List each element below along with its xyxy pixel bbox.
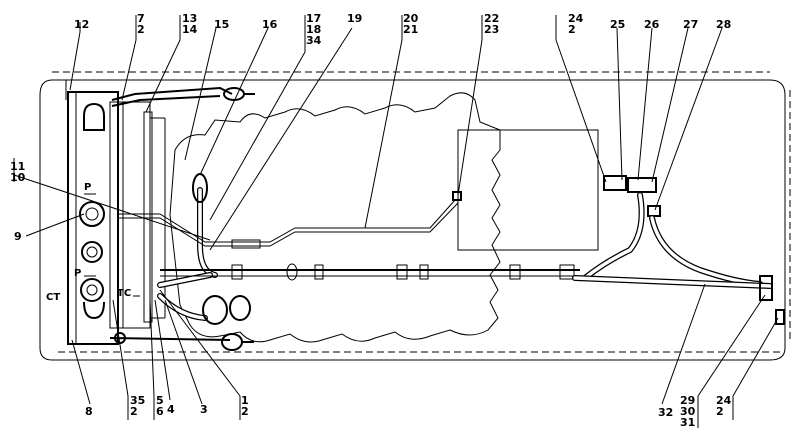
callout-c29-line-0: 29 <box>680 394 695 407</box>
callout-c24b-line-1: 2 <box>716 405 724 418</box>
plate-label-ct: CT <box>46 292 60 303</box>
callout-c17-line-2: 34 <box>306 34 322 47</box>
callout-c3: 3 <box>200 403 208 416</box>
panel-fittings <box>79 102 105 320</box>
callout-c32-line-0: 32 <box>658 406 673 419</box>
callout-c22-line-0: 22 <box>484 12 499 25</box>
callout-c15-line-0: 15 <box>214 18 229 31</box>
callout-c9-line-0: 9 <box>14 230 22 243</box>
callout-c24b-line-0: 24 <box>716 394 732 407</box>
callout-c13-line-0: 13 <box>182 12 197 25</box>
callout-c4: 4 <box>167 403 175 416</box>
upper-thin-line <box>118 191 462 249</box>
chassis-outline <box>39 71 791 361</box>
callout-c19-line-0: 19 <box>347 12 362 25</box>
callout-c35-line-0: 35 <box>130 394 145 407</box>
lower-exhaust <box>109 293 254 351</box>
callout-c9: 9 <box>14 230 22 243</box>
leader-lines <box>13 15 779 428</box>
callout-c25-line-0: 25 <box>610 18 625 31</box>
callout-c32: 32 <box>658 406 673 419</box>
plate-label-p-upper: P <box>84 182 91 193</box>
plate-label-p-lower: P <box>74 268 81 279</box>
callout-c11-line-0: 11 <box>10 160 25 173</box>
callout-c29-line-1: 30 <box>680 405 696 418</box>
callout-c17-line-1: 18 <box>306 23 321 36</box>
callout-c5-line-1: 6 <box>156 405 164 418</box>
callout-c20-line-0: 20 <box>403 12 419 25</box>
callout-c4-line-0: 4 <box>167 403 175 416</box>
right-fittings <box>572 175 785 325</box>
intake-elbow <box>157 173 218 288</box>
callout-c5-line-0: 5 <box>156 394 164 407</box>
callout-c25: 25 <box>610 18 625 31</box>
callout-c8-line-0: 8 <box>85 405 93 418</box>
plate-label-tc: TC <box>117 288 131 299</box>
callout-c7-line-0: 7 <box>137 12 145 25</box>
callout-c24a-line-1: 2 <box>568 23 576 36</box>
callout-c27-line-0: 27 <box>683 18 698 31</box>
plate-labels: P P TC CT <box>46 182 140 303</box>
engine-block <box>169 92 599 343</box>
callout-c12: 12 <box>74 18 89 31</box>
callout-c26-line-0: 26 <box>644 18 660 31</box>
callout-c17-line-0: 17 <box>306 12 321 25</box>
callout-c1-line-0: 1 <box>241 394 249 407</box>
callout-c27: 27 <box>683 18 698 31</box>
callout-c16-line-0: 16 <box>262 18 278 31</box>
callout-c22-line-1: 23 <box>484 23 499 36</box>
callout-c12-line-0: 12 <box>74 18 89 31</box>
main-line <box>160 263 580 281</box>
callout-c29-line-2: 31 <box>680 416 695 429</box>
callout-c28-line-0: 28 <box>716 18 731 31</box>
callout-c1-line-1: 2 <box>241 405 249 418</box>
callout-c3-line-0: 3 <box>200 403 208 416</box>
callout-c8: 8 <box>85 405 93 418</box>
callout-c13-line-1: 14 <box>182 23 198 36</box>
callout-c16: 16 <box>262 18 278 31</box>
callout-c15: 15 <box>214 18 229 31</box>
callout-c35-line-1: 2 <box>130 405 138 418</box>
upper-header-pipe <box>65 80 255 107</box>
callout-c28: 28 <box>716 18 731 31</box>
callout-c7-line-1: 2 <box>137 23 145 36</box>
callout-c19: 19 <box>347 12 362 25</box>
callout-c20-line-1: 21 <box>403 23 418 36</box>
callout-c24a-line-0: 24 <box>568 12 584 25</box>
callout-c11-line-1: 10 <box>10 171 26 184</box>
callout-c26: 26 <box>644 18 660 31</box>
